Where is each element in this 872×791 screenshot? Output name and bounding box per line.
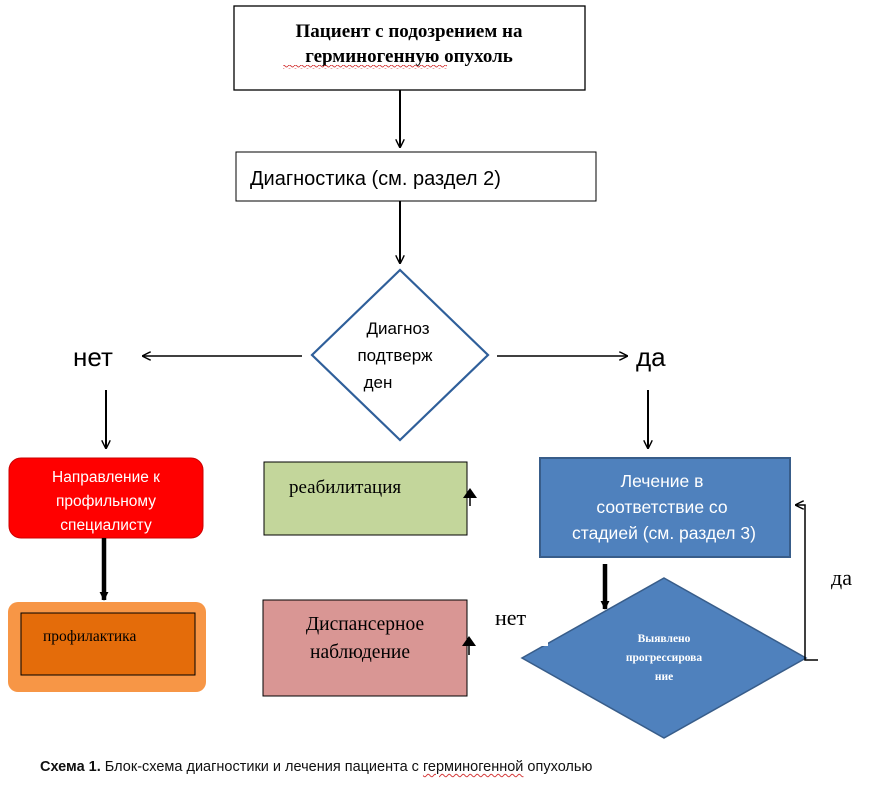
treatment-line2: соответствие со <box>596 497 727 517</box>
referral-line3: специалисту <box>60 517 152 534</box>
diagnosis-confirmed-decision: Диагноз подтверж ден <box>310 268 490 442</box>
referral-line2: профильному <box>56 493 156 510</box>
prevention-box: профилактика <box>8 602 206 692</box>
decision-line1: Диагноз <box>366 319 429 338</box>
rehabilitation-arrow-tip <box>463 488 477 498</box>
label-yes-right: да <box>636 342 666 372</box>
caption-bold: Схема 1. <box>40 759 101 775</box>
treatment-box: Лечение в соответствие со стадией (см. р… <box>539 457 791 558</box>
diamond-gap <box>536 628 548 646</box>
caption-text: Блок-схема диагностики и лечения пациент… <box>100 759 423 775</box>
spellcheck-underline <box>283 65 447 69</box>
progression-decision: Выявлено прогрессирова ние <box>520 577 808 739</box>
progression-line1: Выявлено <box>638 633 691 645</box>
referral-line1: Направление к <box>52 469 160 486</box>
label-no-left: нет <box>73 342 113 372</box>
diagnostics-box: Диагностика (см. раздел 2) <box>235 151 597 202</box>
diagnostics-box-label: Диагностика (см. раздел 2) <box>250 168 501 190</box>
patient-box-line2: герминогенную опухоль <box>305 46 513 67</box>
patient-box-line1: Пациент с подозрением на <box>296 21 523 42</box>
arrow-progression-loop-to-treatment <box>796 505 818 661</box>
decision-line3: ден <box>364 373 393 392</box>
figure-caption: Схема 1. Блок-схема диагностики и лечени… <box>40 759 592 775</box>
prevention-label: профилактика <box>43 628 136 645</box>
follow-up-line1: Диспансерное <box>306 614 424 635</box>
follow-up-line2: наблюдение <box>310 642 410 663</box>
caption-tail: опухолью <box>523 759 593 775</box>
decision-line2: подтверж <box>357 346 433 365</box>
label-no-bottom: нет <box>495 605 527 630</box>
progression-line2: прогрессирова <box>626 652 703 664</box>
follow-up-arrow-tip <box>462 636 476 646</box>
progression-line3: ние <box>655 671 673 683</box>
treatment-line3: стадией (см. раздел 3) <box>572 523 756 543</box>
rehabilitation-box: реабилитация <box>263 461 477 536</box>
caption-squiggle-word: герминогенной <box>422 759 524 775</box>
patient-box: Пациент с подозрением на герминогенную о… <box>233 5 586 91</box>
follow-up-box: Диспансерное наблюдение <box>262 599 476 697</box>
referral-box: Направление к профильному специалисту <box>8 457 204 539</box>
label-yes-loop: да <box>831 565 852 590</box>
rehabilitation-label: реабилитация <box>289 477 401 498</box>
treatment-line1: Лечение в <box>621 471 704 491</box>
